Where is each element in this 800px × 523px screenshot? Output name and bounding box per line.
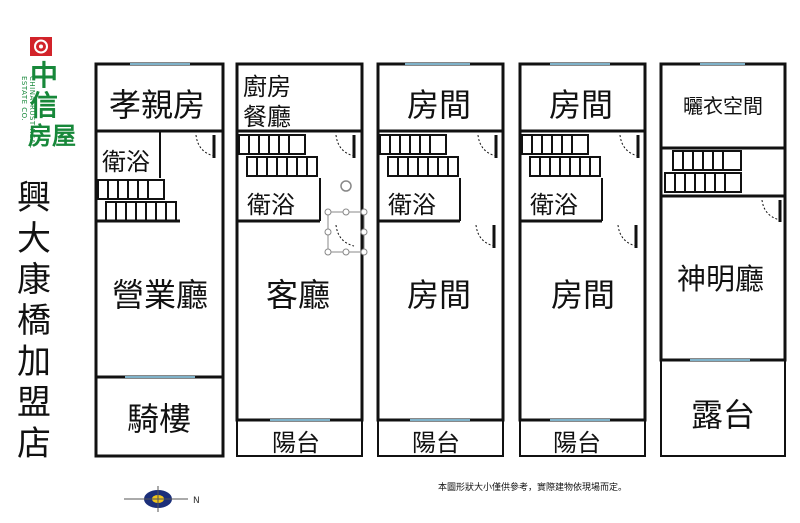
room-label: 房間	[407, 86, 472, 124]
store-title-char: 大	[17, 219, 51, 259]
room-label: 廚房	[243, 73, 291, 101]
room-label: 房間	[551, 276, 616, 314]
brand-logo: CHINATRUST REAL ESTATE CO. 中 信 房屋	[20, 36, 84, 156]
store-title-char: 橋	[17, 301, 51, 341]
brand-mark-line-1: 中	[30, 59, 59, 92]
store-title: 興 大 康 橋 加 盟 店	[14, 178, 54, 465]
room-label: 神明廳	[677, 262, 765, 296]
room-label: 房間	[407, 276, 472, 314]
store-title-char: 康	[17, 260, 51, 300]
stairs	[97, 134, 742, 222]
store-title-char: 盟	[17, 383, 51, 423]
room-label: 露台	[691, 396, 756, 434]
room-label: 房間	[549, 86, 614, 124]
room-label: 陽台	[412, 429, 460, 457]
room-label: 衛浴	[102, 148, 150, 176]
stairs-floor-4	[521, 134, 601, 177]
brand-side-text: CHINATRUST REAL ESTATE CO.	[20, 76, 36, 149]
store-title-char: 興	[17, 178, 51, 218]
brand-mark-line-3: 房屋	[28, 122, 76, 150]
stairs-floor-2	[238, 134, 318, 177]
room-label: 騎樓	[127, 400, 192, 438]
brand-mark-line-2: 信	[30, 89, 59, 122]
stairs-floor-3	[379, 134, 459, 177]
store-title-char: 加	[17, 342, 51, 382]
room-label: 陽台	[272, 429, 320, 457]
room-label: 衛浴	[530, 191, 578, 219]
room-label: 衛浴	[247, 191, 295, 219]
disclaimer-note: 本圖形狀大小僅供參考，實際建物依現場而定。	[438, 483, 628, 493]
room-label: 衛浴	[388, 191, 436, 219]
store-title-char: 店	[17, 424, 51, 464]
brand-logo-icon	[30, 37, 52, 56]
compass-icon: N	[124, 486, 200, 512]
selection-handles	[324, 180, 368, 256]
stairs-floor-1	[97, 179, 177, 222]
compass-label: N	[193, 496, 200, 506]
room-label: 陽台	[553, 429, 601, 457]
door-jambs	[212, 135, 782, 248]
stairs-floor-5	[664, 150, 742, 193]
room-label: 餐廳	[243, 103, 291, 131]
window-marks	[125, 63, 750, 421]
room-label: 孝親房	[109, 86, 206, 124]
room-label: 曬衣空間	[683, 94, 763, 118]
room-label: 客廳	[266, 276, 331, 314]
room-label: 營業廳	[112, 276, 209, 314]
